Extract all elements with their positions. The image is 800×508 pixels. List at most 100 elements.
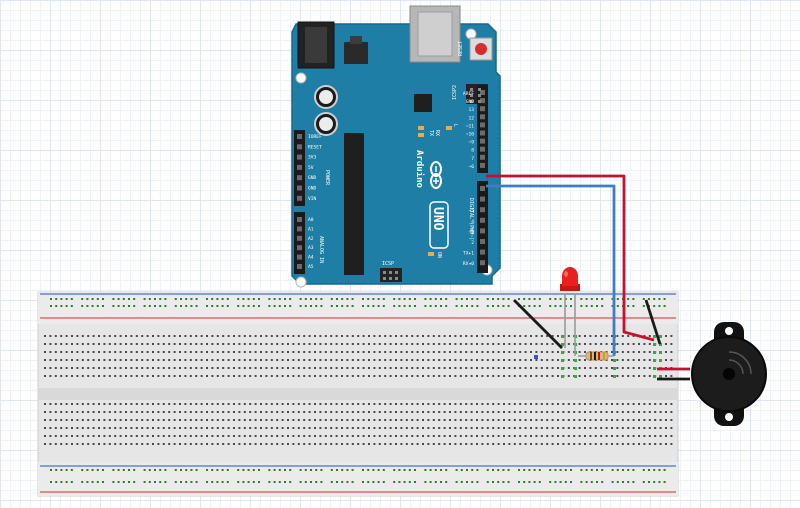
- terminal-hole: [659, 427, 662, 429]
- terminal-hole: [281, 403, 284, 405]
- arduino-logo-icon: [430, 161, 442, 189]
- terminal-hole: [346, 343, 349, 345]
- terminal-hole: [71, 375, 73, 377]
- terminal-hole: [459, 343, 462, 345]
- terminal-hole: [211, 419, 214, 421]
- terminal-hole: [438, 367, 441, 369]
- terminal-hole: [114, 427, 117, 429]
- terminal-hole: [557, 359, 559, 361]
- terminal-hole: [427, 427, 430, 429]
- terminal-hole: [281, 419, 284, 421]
- terminal-hole: [503, 435, 505, 437]
- terminal-hole: [573, 419, 576, 421]
- terminal-hole: [524, 435, 527, 437]
- terminal-hole: [427, 367, 430, 369]
- rail-hole: [367, 481, 370, 483]
- terminal-hole: [665, 419, 667, 421]
- terminal-hole: [481, 351, 484, 353]
- terminal-hole: [60, 367, 63, 369]
- terminal-hole: [449, 435, 451, 437]
- rail-hole: [362, 298, 364, 300]
- terminal-hole: [395, 335, 397, 337]
- header-pin: [297, 164, 302, 170]
- rail-hole: [60, 469, 63, 471]
- header-pin: [297, 195, 302, 201]
- terminal-hole: [92, 359, 95, 361]
- terminal-hole: [535, 343, 538, 345]
- terminal-hole: [524, 375, 527, 377]
- rail-hole: [523, 298, 526, 300]
- rail-hole: [341, 469, 344, 471]
- terminal-hole: [584, 335, 586, 337]
- terminal-hole: [573, 427, 576, 429]
- terminal-hole: [189, 351, 192, 353]
- terminal-hole: [227, 343, 230, 345]
- terminal-hole: [519, 359, 522, 361]
- rail-hole: [471, 305, 474, 307]
- rail-hole: [398, 305, 401, 307]
- rail-hole: [336, 481, 338, 483]
- terminal-hole: [76, 411, 79, 413]
- atmega-chip: [344, 133, 364, 275]
- terminal-hole: [308, 435, 311, 437]
- terminal-hole: [389, 411, 392, 413]
- terminal-hole: [643, 435, 646, 437]
- terminal-hole: [416, 367, 419, 369]
- terminal-hole: [627, 359, 630, 361]
- rail-hole: [216, 298, 219, 300]
- terminal-hole: [71, 435, 73, 437]
- terminal-hole: [243, 411, 246, 413]
- terminal-hole: [130, 419, 133, 421]
- rail-hole: [460, 298, 463, 300]
- terminal-hole: [184, 351, 187, 353]
- rail-hole: [330, 481, 333, 483]
- terminal-hole: [530, 375, 532, 377]
- terminal-hole: [189, 435, 192, 437]
- terminal-hole: [427, 435, 430, 437]
- terminal-hole: [195, 375, 198, 377]
- terminal-hole: [71, 419, 73, 421]
- terminal-hole: [470, 419, 473, 421]
- rail-hole: [221, 305, 224, 307]
- terminal-hole: [76, 419, 79, 421]
- terminal-hole: [135, 367, 138, 369]
- terminal-hole: [260, 411, 262, 413]
- terminal-hole: [254, 335, 257, 337]
- rail-hole: [434, 305, 437, 307]
- terminal-hole: [119, 359, 122, 361]
- rail-hole: [590, 469, 593, 471]
- terminal-hole: [60, 343, 63, 345]
- terminal-hole: [238, 435, 241, 437]
- terminal-hole: [270, 367, 273, 369]
- terminal-hole: [119, 367, 122, 369]
- terminal-hole: [584, 443, 586, 445]
- terminal-hole: [600, 343, 603, 345]
- terminal-hole: [449, 419, 451, 421]
- rail-hole: [408, 305, 411, 307]
- rail-hole: [320, 305, 323, 307]
- connected-hole: [659, 343, 662, 346]
- terminal-hole: [173, 435, 176, 437]
- rail-hole: [377, 469, 380, 471]
- terminal-hole: [76, 443, 79, 445]
- terminal-hole: [211, 375, 214, 377]
- terminal-hole: [179, 375, 181, 377]
- rail-hole: [159, 481, 162, 483]
- terminal-hole: [103, 419, 106, 421]
- terminal-hole: [530, 411, 532, 413]
- rail-hole: [663, 481, 666, 483]
- terminal-hole: [265, 427, 268, 429]
- terminal-hole: [654, 419, 657, 421]
- terminal-hole: [378, 359, 381, 361]
- terminal-hole: [195, 411, 198, 413]
- terminal-hole: [567, 359, 570, 361]
- terminal-hole: [49, 411, 52, 413]
- terminal-hole: [362, 419, 365, 421]
- terminal-hole: [638, 359, 640, 361]
- terminal-hole: [108, 343, 111, 345]
- rail-hole: [382, 305, 385, 307]
- terminal-hole: [643, 443, 646, 445]
- reset-button-cap: [475, 43, 487, 55]
- terminal-hole: [621, 335, 624, 337]
- rail-hole: [159, 305, 162, 307]
